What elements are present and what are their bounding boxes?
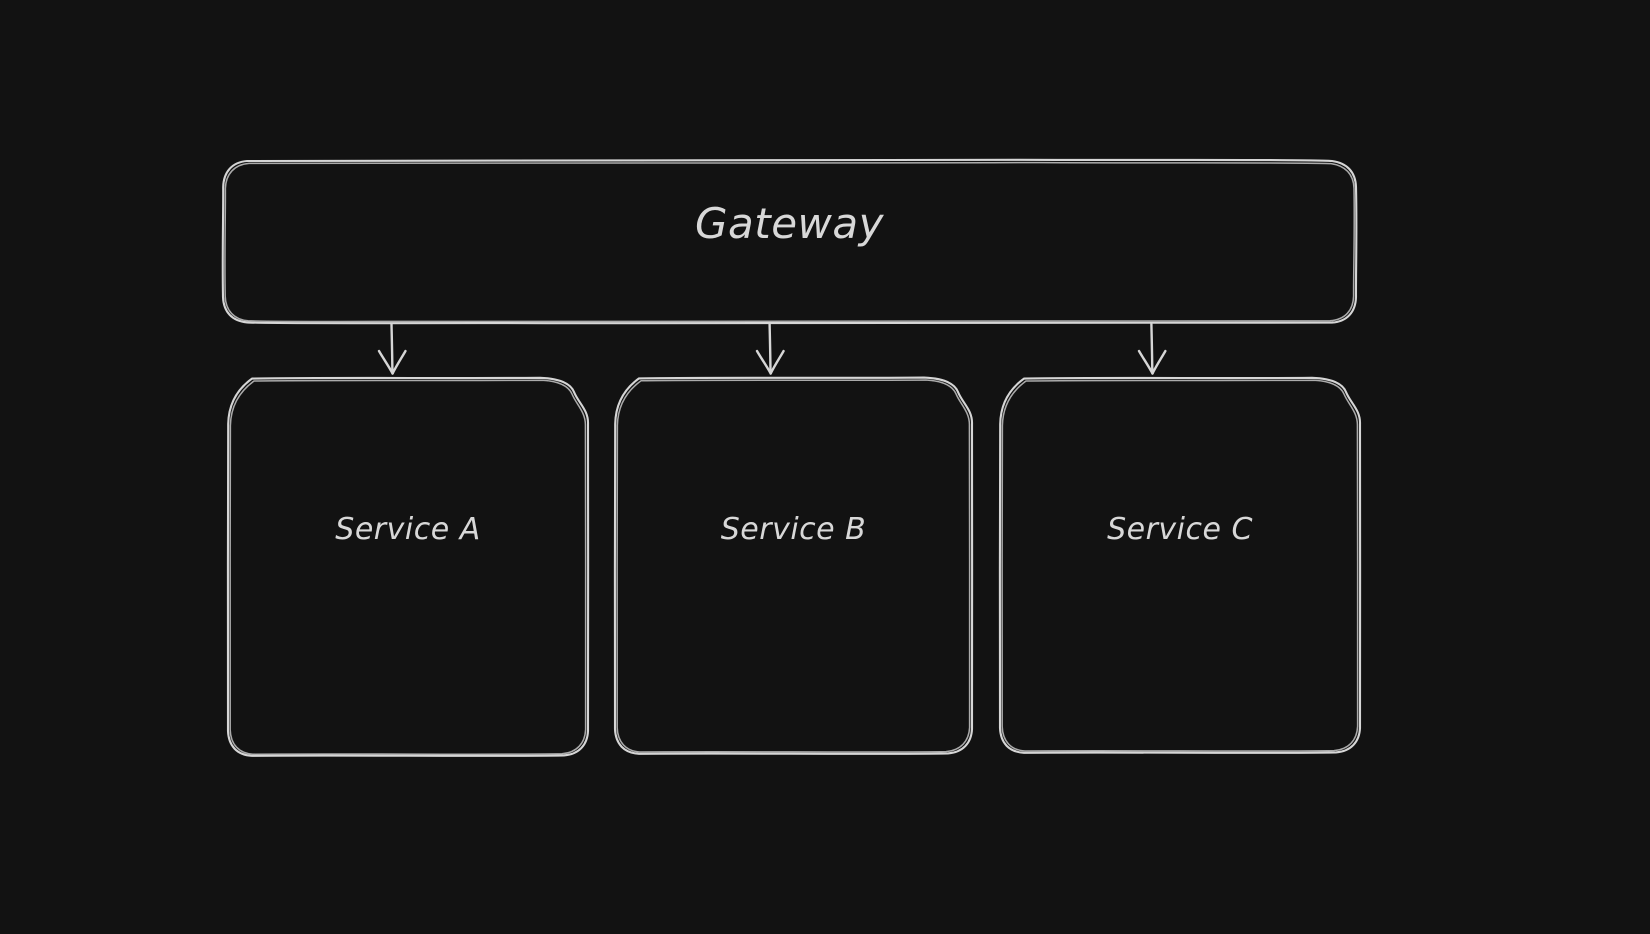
node-service-a[interactable] xyxy=(226,376,590,757)
gateway-outline-stroke-1 xyxy=(221,158,1358,325)
service-c-outline-stroke-2 xyxy=(1001,379,1359,752)
service-b-outline-stroke-1 xyxy=(613,376,974,755)
edge-gateway-to-service-a[interactable] xyxy=(377,322,407,375)
node-service-a-label: Service A xyxy=(335,512,481,547)
edge-gateway-to-service-b[interactable] xyxy=(755,322,785,375)
service-b-outline-stroke-2 xyxy=(616,379,971,753)
edge-a-line xyxy=(390,322,394,374)
edge-b-arrowhead-right xyxy=(769,349,785,375)
edge-gateway-to-service-c[interactable] xyxy=(1137,322,1167,375)
node-service-c[interactable] xyxy=(998,376,1362,754)
node-gateway[interactable] xyxy=(221,158,1358,325)
edge-a-arrowhead-left xyxy=(377,349,394,375)
node-service-c-label: Service C xyxy=(1107,512,1253,547)
edge-a-arrowhead-right xyxy=(391,349,407,375)
node-service-b[interactable] xyxy=(613,376,974,755)
service-a-outline-stroke-1 xyxy=(226,376,590,757)
edge-b-line xyxy=(768,322,772,374)
edge-c-arrowhead-right xyxy=(1151,349,1167,375)
edge-c-line xyxy=(1150,322,1154,374)
service-c-outline-stroke-1 xyxy=(998,376,1362,754)
edge-c-arrowhead-left xyxy=(1137,349,1154,375)
node-gateway-label: Gateway xyxy=(694,199,885,248)
edge-b-arrowhead-left xyxy=(755,349,772,375)
service-a-outline-stroke-2 xyxy=(229,379,587,756)
node-service-b-label: Service B xyxy=(720,512,867,547)
gateway-outline-stroke-2 xyxy=(224,161,1355,323)
